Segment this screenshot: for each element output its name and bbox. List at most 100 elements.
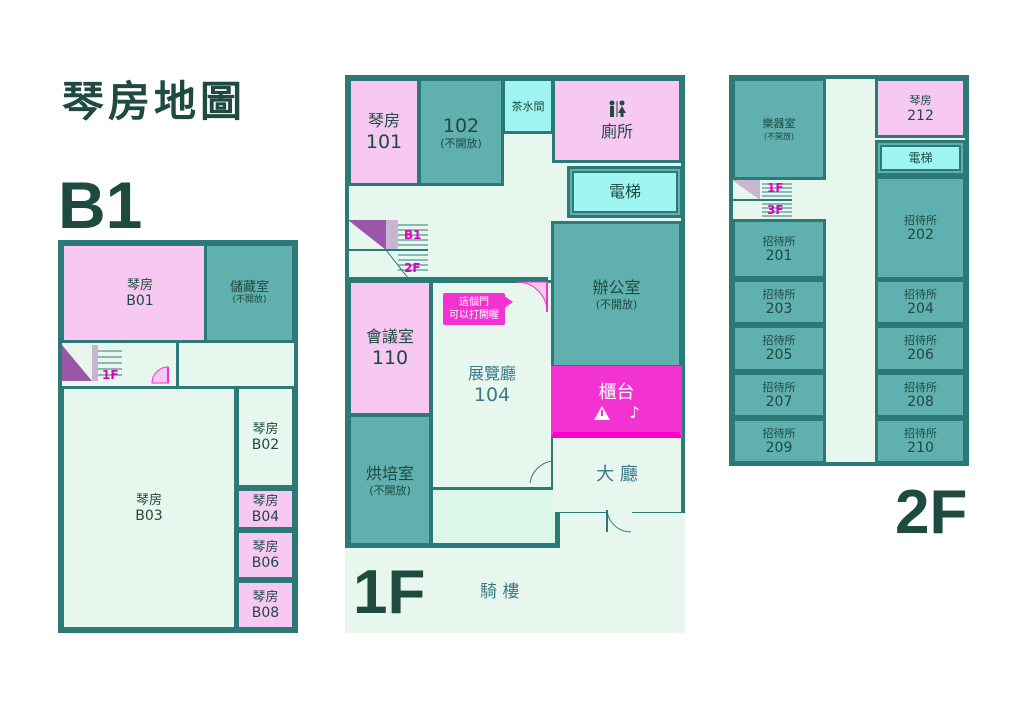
room-name: 辦公室 bbox=[592, 278, 641, 297]
room-number: 201 bbox=[765, 247, 793, 264]
room-name: 櫃台 bbox=[598, 381, 635, 403]
room-b02[interactable]: 琴房 B02 bbox=[236, 386, 295, 488]
room-110[interactable]: 會議室 110 bbox=[348, 280, 432, 416]
room-number: 101 bbox=[365, 131, 403, 153]
room-name: 琴房 bbox=[252, 589, 279, 605]
arcade-area[interactable]: 騎 樓 bbox=[345, 545, 685, 633]
room-name: 儲藏室 bbox=[229, 280, 269, 295]
room-name: 招待所 bbox=[762, 234, 796, 248]
room-number: 102 bbox=[442, 114, 480, 137]
room-b08[interactable]: 琴房 B08 bbox=[236, 580, 295, 630]
room-note: (不開放) bbox=[595, 298, 638, 311]
room-b06[interactable]: 琴房 B06 bbox=[236, 530, 295, 580]
room-212[interactable]: 琴房 212 bbox=[875, 78, 966, 138]
room-b03[interactable]: 琴房 B03 bbox=[61, 386, 237, 630]
door-icon bbox=[150, 365, 170, 385]
room-number: 209 bbox=[765, 439, 793, 456]
wall-bottom bbox=[556, 509, 560, 547]
room-name: 招待所 bbox=[762, 334, 796, 347]
restroom-icon bbox=[607, 100, 627, 122]
room-name: 琴房 bbox=[126, 277, 153, 293]
room-b01[interactable]: 琴房 B01 bbox=[61, 243, 219, 343]
room-note: (不開放) bbox=[369, 483, 411, 497]
room-name: 招待所 bbox=[904, 334, 937, 347]
room-storage[interactable]: 儲藏室 (不開放) bbox=[204, 243, 295, 343]
corridor-wall bbox=[348, 277, 548, 280]
room-number: B01 bbox=[126, 292, 154, 309]
room-name: 大 廳 bbox=[596, 464, 638, 485]
room-note: (不開放) bbox=[232, 295, 267, 305]
room-name: 琴房 bbox=[252, 539, 279, 555]
room-name: 琴房 bbox=[367, 111, 400, 130]
door-icon[interactable] bbox=[513, 280, 549, 314]
room-name: 茶水間 bbox=[511, 99, 545, 113]
room-name: 招待所 bbox=[904, 287, 937, 301]
room-lobby[interactable]: 大 廳 bbox=[553, 438, 681, 512]
room-name: 招待所 bbox=[904, 213, 937, 227]
room-number: B03 bbox=[135, 507, 163, 524]
room-number: 203 bbox=[765, 300, 793, 317]
room-name: 電梯 bbox=[608, 182, 641, 201]
room-number: B06 bbox=[251, 554, 280, 571]
room-name: 招待所 bbox=[904, 426, 937, 440]
room-name: 招待所 bbox=[762, 380, 796, 394]
room-b04[interactable]: 琴房 B04 bbox=[236, 488, 295, 530]
stairs-icon bbox=[732, 180, 792, 217]
room-number: 104 bbox=[473, 384, 511, 406]
floor-label-2f: 2F bbox=[895, 478, 968, 547]
room-101[interactable]: 琴房 101 bbox=[348, 78, 420, 186]
room-tea[interactable]: 茶水間 bbox=[502, 78, 554, 134]
room-name: 琴房 bbox=[252, 421, 279, 437]
elevator-1f[interactable]: 電梯 bbox=[572, 171, 678, 213]
room-number: B08 bbox=[251, 604, 280, 621]
room-number: 206 bbox=[907, 347, 934, 363]
room-note: (不開放) bbox=[440, 136, 482, 150]
elevator-2f[interactable]: 電梯 bbox=[880, 145, 961, 171]
room-name: 電梯 bbox=[908, 150, 933, 165]
room-name: 琴房 bbox=[135, 492, 162, 508]
room-bakery[interactable]: 烘培室 (不開放) bbox=[348, 414, 432, 546]
door-note-line-2: 可以打開喔 bbox=[449, 310, 499, 321]
room-number: B02 bbox=[251, 436, 280, 453]
room-number: 210 bbox=[907, 439, 934, 456]
stairs-tag-b1: B1 bbox=[404, 228, 422, 242]
entrance-door-icon[interactable] bbox=[605, 508, 633, 534]
stairs-tag-1f: 1F bbox=[767, 181, 784, 195]
stairs-2f[interactable] bbox=[732, 180, 794, 220]
door-note: 這個門 可以打開喔 bbox=[443, 293, 505, 325]
room-name: 展覽廳 bbox=[467, 364, 516, 383]
room-name: 廁所 bbox=[600, 121, 633, 141]
room-toilet[interactable]: 廁所 bbox=[552, 78, 682, 163]
stairs-b1[interactable] bbox=[62, 345, 124, 385]
room-note: (不開放) bbox=[763, 132, 795, 141]
floor-label-b1: B1 bbox=[58, 168, 143, 242]
room-name: 招待所 bbox=[762, 426, 796, 440]
callout-arrow-icon bbox=[503, 295, 513, 309]
floor-label-1f: 1F bbox=[353, 558, 426, 627]
music-note-icon: ♪ bbox=[629, 402, 640, 422]
room-counter[interactable]: 櫃台 ♪ bbox=[551, 366, 682, 438]
stairs-tag-1f: 1F bbox=[102, 368, 119, 382]
room-name: 琴房 bbox=[909, 93, 932, 107]
room-number: 202 bbox=[907, 226, 934, 243]
door-icon[interactable] bbox=[528, 455, 554, 485]
room-number: 208 bbox=[907, 393, 934, 410]
wall-bottom bbox=[345, 544, 560, 548]
room-number: B04 bbox=[251, 508, 280, 525]
room-name: 會議室 bbox=[365, 327, 414, 346]
room-102[interactable]: 102 (不開放) bbox=[418, 78, 504, 186]
stairs-tag-3f: 3F bbox=[767, 203, 784, 217]
room-name: 招待所 bbox=[904, 380, 937, 394]
room-office[interactable]: 辦公室 (不開放) bbox=[551, 221, 682, 368]
room-instrument[interactable]: 樂器室 (不開放) bbox=[732, 78, 826, 180]
